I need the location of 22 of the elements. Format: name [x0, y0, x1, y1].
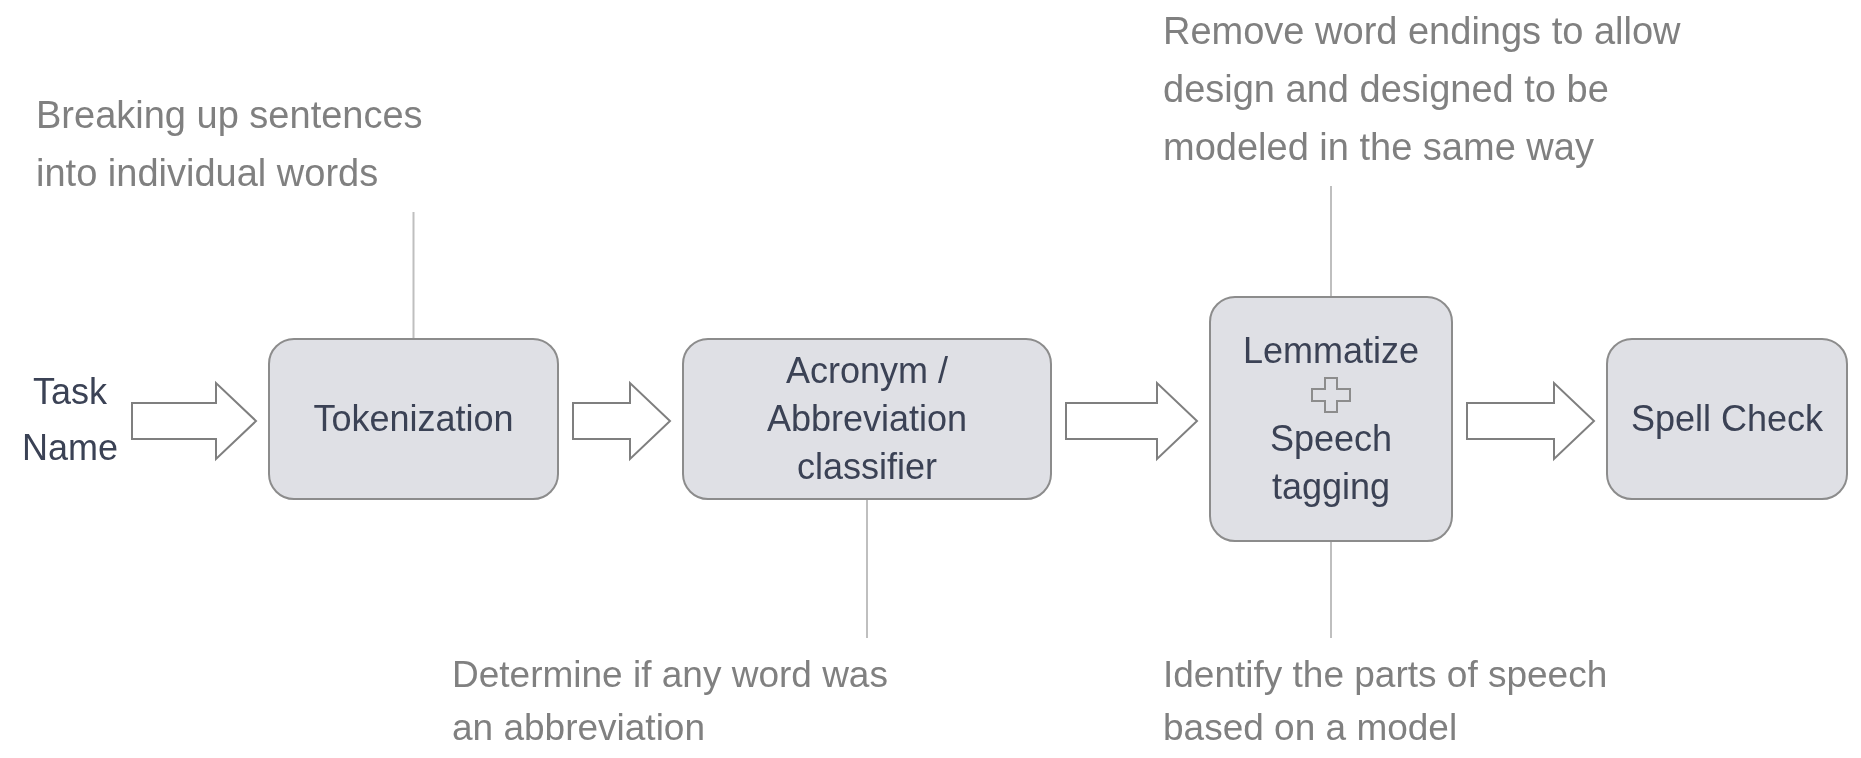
box-label: Spell Check [1630, 397, 1824, 441]
annotation-text: Breaking up sentences into individual words [36, 93, 424, 196]
leader-line [1330, 185, 1332, 297]
block-arrow [572, 380, 672, 462]
leader-line [412, 211, 415, 339]
annotation-text: Identify the parts of speech based on a model [1163, 653, 1609, 750]
process-box [682, 338, 1052, 500]
annotation-text: Remove word endings to allow design and designed to be modeled in the same way [1163, 9, 1682, 170]
task-label: Task Name [21, 370, 119, 470]
leader-line [1330, 541, 1332, 639]
process-box [1209, 296, 1453, 542]
process-box [1606, 338, 1848, 500]
box-label: Acronym / Abbreviation classifier [765, 349, 969, 489]
leader-line [866, 499, 868, 639]
box-label: Speech tagging [1268, 417, 1394, 509]
block-arrow [1065, 380, 1199, 462]
process-box [268, 338, 559, 500]
annotation-text: Determine if any word was an abbreviation [452, 653, 889, 750]
box-label: Tokenization [313, 397, 514, 441]
box-label: Lemmatize [1242, 329, 1420, 373]
block-arrow [131, 380, 258, 462]
block-arrow [1466, 380, 1596, 462]
